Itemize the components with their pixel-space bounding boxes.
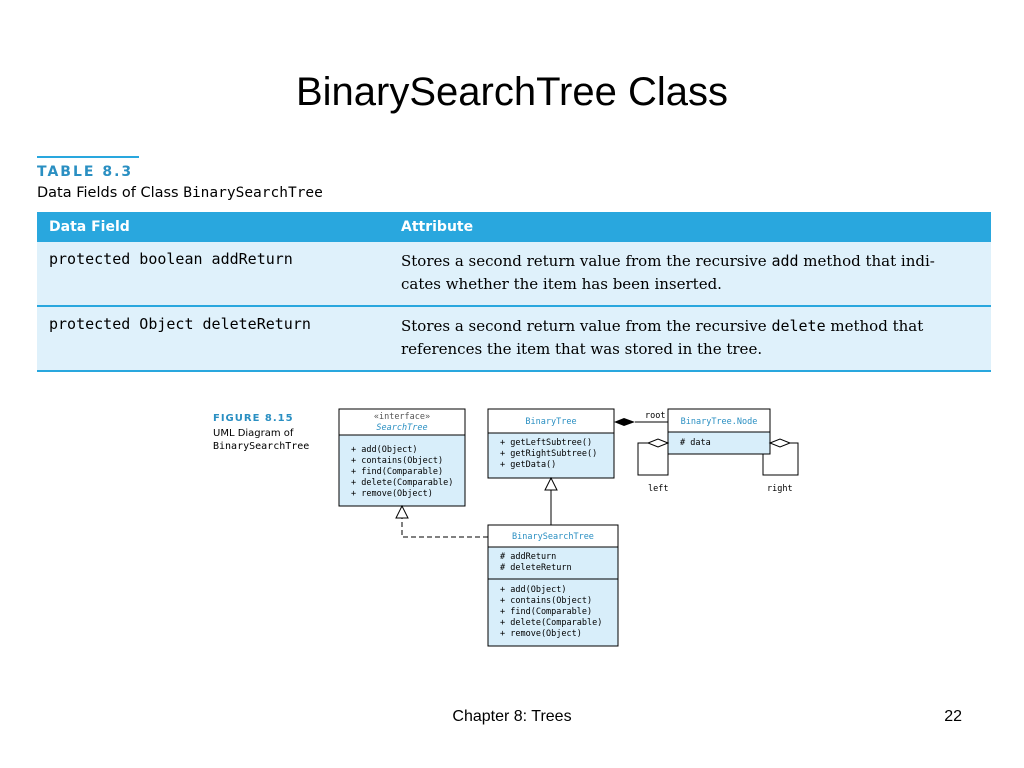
field-cell: protected Object deleteReturn	[37, 306, 389, 372]
inheritance-arrow	[544, 476, 558, 525]
bst-name: BinarySearchTree	[512, 532, 594, 542]
method-text: + find(Comparable)	[351, 467, 443, 477]
node-class-box: BinaryTree.Node # data	[667, 408, 771, 455]
method-text: + contains(Object)	[500, 596, 592, 606]
root-label: root	[645, 411, 665, 421]
method-text: + find(Comparable)	[500, 607, 592, 617]
searchtree-interface-box: «interface» SearchTree + add(Object) + c…	[338, 408, 466, 507]
table-caption-text: Data Fields of Class	[37, 185, 184, 201]
method-text: + getData()	[500, 460, 556, 470]
method-text: + add(Object)	[500, 585, 567, 595]
header-data-field: Data Field	[37, 212, 389, 242]
root-association: root	[614, 411, 668, 426]
node-name: BinaryTree.Node	[681, 417, 758, 427]
attribute-cell: Stores a second return value from the re…	[389, 242, 991, 307]
binarytree-class-box: BinaryTree + getLeftSubtree() + getRight…	[487, 408, 615, 479]
method-text: + remove(Object)	[500, 629, 582, 639]
table-row: protected Object deleteReturn Stores a s…	[37, 306, 991, 372]
desc-code: add	[771, 252, 799, 270]
method-text: + getRightSubtree()	[500, 449, 597, 459]
stereotype-label: «interface»	[374, 412, 430, 422]
field-text: # deleteReturn	[500, 563, 572, 573]
figure-caption-text: UML Diagram of	[213, 428, 294, 439]
desc-text: Stores a second return value from the re…	[401, 252, 772, 270]
desc-text: method that indi-	[798, 252, 935, 270]
footer-page-number: 22	[944, 708, 962, 725]
attribute-cell: Stores a second return value from the re…	[389, 306, 991, 372]
method-text: + contains(Object)	[351, 456, 443, 466]
desc-code: delete	[771, 317, 826, 335]
figure-caption-class: BinarySearchTree	[213, 441, 310, 452]
left-label: left	[648, 484, 668, 494]
data-fields-table-block: TABLE 8.3 Data Fields of Class BinarySea…	[37, 156, 991, 372]
slide-title: BinarySearchTree Class	[295, 70, 728, 114]
binarytree-name: BinaryTree	[525, 417, 576, 427]
method-text: + delete(Comparable)	[500, 618, 602, 628]
figure-label: FIGURE 8.15	[213, 413, 294, 424]
desc-text: references the item that was stored in t…	[401, 340, 763, 358]
field-cell: protected boolean addReturn	[37, 242, 389, 307]
table-label: TABLE 8.3	[37, 164, 134, 180]
table-row: protected boolean addReturn Stores a sec…	[37, 242, 991, 307]
method-text: + delete(Comparable)	[351, 478, 453, 488]
right-label: right	[767, 484, 793, 494]
header-attribute: Attribute	[389, 212, 991, 242]
binarysearchtree-class-box: BinarySearchTree # addReturn # deleteRet…	[487, 524, 619, 647]
method-text: + remove(Object)	[351, 489, 433, 499]
desc-text: Stores a second return value from the re…	[401, 317, 772, 335]
realization-arrow	[395, 504, 488, 538]
method-text: + getLeftSubtree()	[500, 438, 592, 448]
table-header-row: Data Field Attribute	[37, 212, 991, 242]
searchtree-name: SearchTree	[376, 423, 427, 433]
figure-caption: UML Diagram of BinarySearchTree	[213, 427, 333, 453]
field-text: # addReturn	[500, 552, 556, 562]
method-text: + add(Object)	[351, 445, 418, 455]
desc-text: method that	[825, 317, 924, 335]
table-rule	[37, 156, 139, 158]
right-association: right	[762, 438, 799, 494]
field-text: # data	[680, 438, 711, 448]
desc-text: cates whether the item has been inserted…	[401, 275, 722, 293]
left-association: left	[637, 438, 670, 494]
data-fields-table: Data Field Attribute protected boolean a…	[37, 212, 991, 372]
footer-chapter: Chapter 8: Trees	[452, 708, 572, 725]
table-caption: Data Fields of Class BinarySearchTree	[37, 185, 991, 201]
table-caption-class: BinarySearchTree	[183, 185, 323, 201]
